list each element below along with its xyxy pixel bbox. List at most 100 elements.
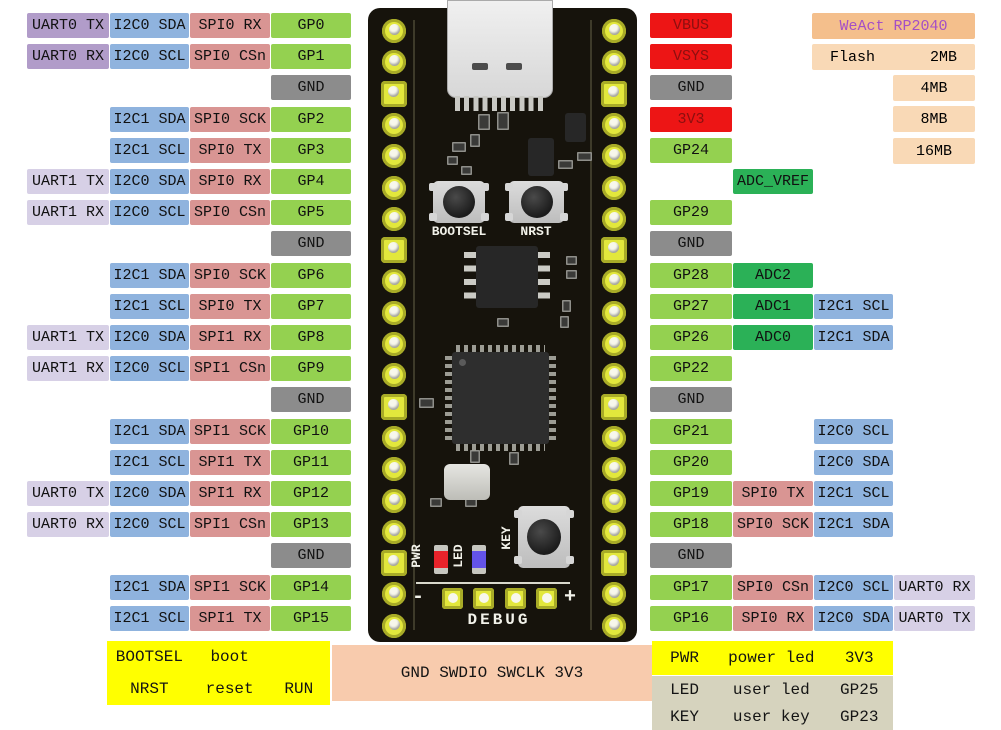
button-leg (481, 183, 489, 191)
right-pin-cell-gp19: GP19 (650, 481, 732, 506)
legend-label: GP25 (840, 680, 879, 699)
flash-size-option: 16MB (915, 142, 952, 160)
pad-hole (609, 619, 620, 630)
pad-hole (609, 337, 620, 348)
left-pin-cell-gp13: GP13 (271, 512, 351, 537)
right-pin-cell-gnd: GND (650, 387, 732, 412)
right-pin-cell-i2c0-sda: I2C0 SDA (814, 450, 893, 475)
flash-label: Flash (830, 48, 876, 66)
button-legend-box: BOOTSEL boot NRST reset RUN (107, 641, 330, 705)
left-pin-cell-gp11: GP11 (271, 450, 351, 475)
smd-component (497, 318, 509, 327)
left-pin-cell-uart1-rx: UART1 RX (27, 356, 109, 381)
pad-hole (609, 306, 620, 317)
button-leg (429, 213, 437, 221)
left-pin-cell-uart0-rx: UART0 RX (27, 512, 109, 537)
button-cap (443, 186, 475, 218)
button-leg (566, 556, 574, 564)
left-pin-cell-spi1-tx: SPI1 TX (190, 606, 270, 631)
left-pin-cell-i2c0-scl: I2C0 SCL (110, 200, 189, 225)
left-pin-cell-uart0-tx: UART0 TX (27, 13, 109, 38)
legend-label: LED (670, 680, 699, 699)
pad-hole (388, 242, 399, 253)
pad-hole (389, 181, 400, 192)
right-pin-cell-i2c0-sda: I2C0 SDA (814, 606, 893, 631)
left-pin-cell-i2c1-sda: I2C1 SDA (110, 419, 189, 444)
left-pin-cell-gp5: GP5 (271, 200, 351, 225)
smd-component (452, 142, 466, 152)
left-pin-pad-3 (382, 113, 406, 137)
key-silkscreen-label: KEY (499, 526, 514, 550)
right-pin-pad-13 (602, 426, 626, 450)
pad-hole (609, 494, 620, 505)
left-pin-pad-16 (382, 520, 406, 544)
flash-legs (464, 252, 477, 306)
right-pin-pad-12 (601, 394, 627, 420)
pad-hole (389, 431, 400, 442)
left-pin-cell-spi1-csn: SPI1 CSn (190, 356, 270, 381)
legend-label: PWR (670, 649, 699, 667)
diode (565, 113, 586, 142)
debug-pad (442, 588, 463, 609)
button-leg (514, 510, 522, 518)
right-pin-pad-6 (602, 207, 626, 231)
smd-component (447, 156, 458, 165)
pad-hole (389, 587, 400, 598)
left-pin-cell-gp9: GP9 (271, 356, 351, 381)
debug-pins-label: GND SWDIO SWCLK 3V3 (400, 664, 584, 682)
right-pin-cell-gp26: GP26 (650, 325, 732, 350)
left-pin-cell-spi0-tx: SPI0 TX (190, 138, 270, 163)
right-pin-cell-vsys: VSYS (650, 44, 732, 69)
right-pin-cell-3v3: 3V3 (650, 107, 732, 132)
smd-component (497, 112, 509, 130)
smd-component (560, 316, 569, 328)
left-pin-cell-gp0: GP0 (271, 13, 351, 38)
debug-pad (473, 588, 494, 609)
right-pin-cell-adc_vref: ADC_VREF (733, 169, 813, 194)
left-pin-cell-gp15: GP15 (271, 606, 351, 631)
left-pin-pad-1 (382, 50, 406, 74)
left-pin-pad-18 (382, 582, 406, 606)
pad-hole (389, 525, 400, 536)
left-pin-pad-0 (382, 19, 406, 43)
right-pin-pad-17 (601, 550, 627, 576)
debug-legend-box: GND SWDIO SWCLK 3V3 (332, 645, 652, 701)
smd-component (558, 160, 573, 169)
nrst-silkscreen-label: NRST (520, 224, 552, 239)
button-leg (560, 213, 568, 221)
pad-hole (609, 587, 620, 598)
left-pin-cell-gp4: GP4 (271, 169, 351, 194)
pwr-silkscreen-label: PWR (409, 544, 424, 568)
left-pin-cell-gnd: GND (271, 543, 351, 568)
smd-component (566, 256, 577, 265)
right-pin-pad-15 (602, 489, 626, 513)
right-pin-cell-i2c0-scl: I2C0 SCL (814, 419, 893, 444)
smd-component (509, 452, 519, 465)
right-pin-cell-gnd: GND (650, 75, 732, 100)
right-pin-pad-9 (602, 301, 626, 325)
smd-component (478, 114, 490, 130)
left-pin-cell-i2c0-sda: I2C0 SDA (110, 481, 189, 506)
pad-hole (389, 619, 400, 630)
left-pin-pad-15 (382, 489, 406, 513)
left-pin-cell-uart0-rx: UART0 RX (27, 44, 109, 69)
left-pin-cell-gnd: GND (271, 231, 351, 256)
left-pin-cell-spi0-sck: SPI0 SCK (190, 263, 270, 288)
left-pin-cell-gp8: GP8 (271, 325, 351, 350)
left-pin-cell-i2c1-scl: I2C1 SCL (110, 294, 189, 319)
left-pin-cell-spi0-sck: SPI0 SCK (190, 107, 270, 132)
pad-hole (609, 274, 620, 285)
left-pin-cell-i2c1-sda: I2C1 SDA (110, 107, 189, 132)
pad-hole (389, 306, 400, 317)
right-pin-cell-gp27: GP27 (650, 294, 732, 319)
left-pin-cell-spi1-tx: SPI1 TX (190, 450, 270, 475)
left-pin-cell-spi1-rx: SPI1 RX (190, 481, 270, 506)
right-pin-cell-gp24: GP24 (650, 138, 732, 163)
usb-slot-icon (506, 63, 522, 70)
smd-component (461, 166, 472, 175)
pad-hole (542, 593, 552, 603)
right-pin-cell-i2c0-scl: I2C0 SCL (814, 575, 893, 600)
left-pin-pad-11 (382, 363, 406, 387)
right-pin-cell-i2c1-sda: I2C1 SDA (814, 325, 893, 350)
right-pin-cell-gp28: GP28 (650, 263, 732, 288)
